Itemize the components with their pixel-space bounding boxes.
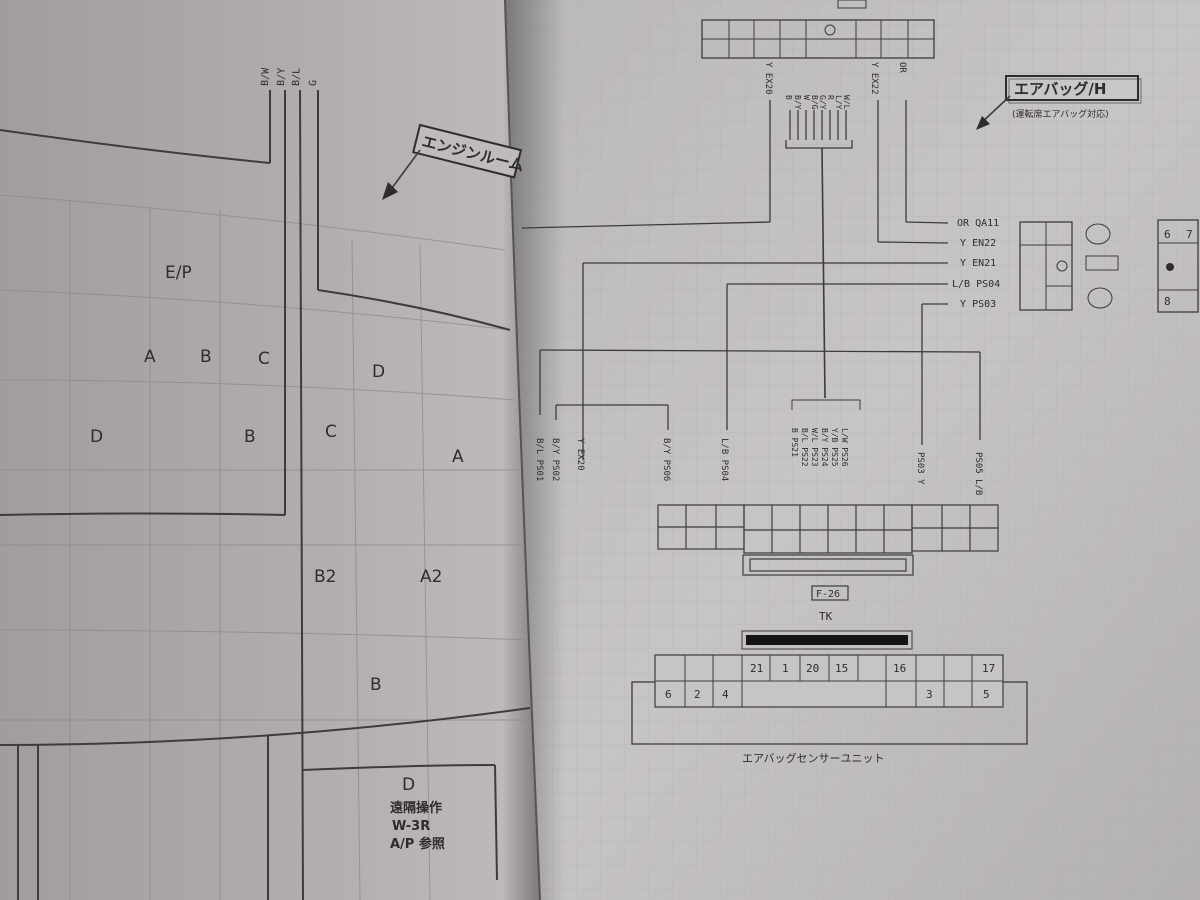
side-pin-3: 8 [1164, 295, 1171, 308]
svg-text:PS05 L/B: PS05 L/B [973, 452, 983, 495]
connector-ref: F-26 [816, 589, 840, 600]
harness-wire-tags: OR QA11 Y EN22 Y EN21 L/B PS04 Y PS03 [952, 218, 1000, 310]
harness-connector [1019, 221, 1119, 311]
wire-tag-5: Y PS03 [960, 299, 996, 310]
zone-letter-10: A2 [420, 567, 442, 587]
left-wire-label-3: B/L [291, 68, 303, 86]
svg-text:Y/B PS25: Y/B PS25 [830, 428, 839, 467]
pin-bottom-5: 5 [983, 688, 990, 701]
pin-bottom-2: 2 [694, 688, 701, 701]
zone-letter-5: D [90, 427, 103, 447]
svg-text:B/Y PS06: B/Y PS06 [661, 438, 671, 481]
top-connector [701, 0, 935, 59]
pin-bottom-1: 6 [665, 688, 672, 701]
svg-text:B/G: B/G [810, 95, 819, 110]
pin-bottom-4: 3 [926, 688, 933, 701]
left-wire-label-1: B/W [260, 67, 272, 86]
left-page-wires [0, 89, 531, 900]
zone-letter-7: C [325, 422, 337, 442]
zone-letter-6: B [244, 427, 256, 447]
zone-letter-1: E/P [165, 263, 192, 283]
sensor-unit-label: エアバッグセンサーユニット [742, 751, 885, 765]
airbag-callout-subtitle: (運転席エアバッグ対応) [1012, 108, 1109, 120]
zone-letter-9: A [452, 447, 464, 467]
zone-letter-3: B [200, 347, 212, 367]
zone-letter-4: C [258, 349, 270, 369]
pin-top-8: 17 [982, 662, 995, 675]
svg-text:B/Y: B/Y [793, 95, 802, 110]
pin-top-6: 16 [893, 662, 906, 675]
harness-wire-lines [539, 262, 981, 460]
wire-tag-2: Y EN22 [960, 238, 996, 249]
left-zone-letters: E/P A B C D B C D A A2 B2 B D [90, 263, 464, 795]
svg-text:W: W [802, 95, 811, 100]
right-page: Y EX20 B B/Y W B/G G/Y R L/Y W/L Y EX22 … [480, 0, 1200, 900]
svg-text:Y EX22: Y EX22 [869, 62, 879, 95]
left-wire-label-2: B/Y [276, 68, 288, 86]
wire-tag-1: OR QA11 [957, 218, 999, 229]
left-note: 遠隔操作 W-3R A/P 参照 [390, 800, 445, 852]
top-wire-bundle [521, 100, 949, 399]
pin-top-1: 21 [750, 662, 763, 675]
middle-wire-labels: B/L PS01 B/Y PS02 Y EX20 B/Y PS06 L/B PS… [534, 399, 983, 495]
svg-text:Y EX20: Y EX20 [575, 438, 585, 471]
svg-text:PS03 Y: PS03 Y [915, 452, 925, 485]
svg-text:B/L PS01: B/L PS01 [534, 438, 544, 481]
zone-letter-11: B2 [314, 567, 336, 587]
side-pin-1: 6 [1164, 228, 1171, 241]
wire-tag-3: Y EN21 [960, 258, 996, 269]
svg-text:L/W PS26: L/W PS26 [840, 428, 849, 467]
svg-text:B PS21: B PS21 [790, 428, 799, 457]
pin-top-3: 20 [806, 662, 819, 675]
top-wire-labels: Y EX20 B B/Y W B/G G/Y R L/Y W/L Y EX22 … [763, 62, 907, 110]
zone-letter-8: D [372, 362, 385, 382]
svg-text:B/Y PS02: B/Y PS02 [550, 438, 560, 481]
pin-top-4: 15 [835, 662, 848, 675]
svg-text:B/L PS22: B/L PS22 [800, 428, 809, 467]
pin-bottom-3: 4 [722, 688, 729, 701]
svg-text:G/Y: G/Y [818, 95, 827, 110]
airbag-callout-title: エアバッグ/H [1014, 80, 1106, 98]
airbag-harness-callout: エアバッグ/H (運転席エアバッグ対応) [976, 75, 1142, 130]
note-line-3: A/P 参照 [390, 836, 445, 852]
wire-tag-4: L/B PS04 [952, 279, 1000, 290]
svg-text:OR: OR [897, 62, 907, 73]
svg-text:W/L: W/L [842, 95, 851, 110]
side-pin-2: 7 [1186, 228, 1193, 241]
connector-code: TK [819, 610, 833, 623]
zone-letter-2: A [144, 347, 156, 367]
airbag-sensor-unit: 21 1 20 15 16 17 6 2 4 3 5 エアバッグセンサーユニット [631, 630, 1028, 765]
side-connector: 6 7 8 [1157, 219, 1199, 313]
note-line-2: W-3R [392, 819, 430, 834]
svg-text:B: B [784, 95, 793, 100]
left-page-table [0, 194, 530, 900]
svg-text:L/B PS04: L/B PS04 [719, 438, 729, 481]
svg-text:R: R [826, 95, 835, 100]
svg-text:Y EX20: Y EX20 [763, 62, 773, 95]
zone-letter-13: D [402, 775, 415, 795]
pin-top-2: 1 [782, 662, 789, 675]
lower-connector-row [657, 504, 999, 601]
svg-text:W/L PS23: W/L PS23 [810, 428, 819, 467]
zone-letter-12: B [370, 675, 382, 695]
left-wire-label-4: G [308, 80, 319, 86]
left-page: B/W B/Y B/L G エンジンルーム E/P A B C D B C D … [0, 0, 541, 900]
note-line-1: 遠隔操作 [390, 800, 442, 816]
left-wire-labels: B/W B/Y B/L G [260, 67, 319, 86]
svg-text:L/Y: L/Y [834, 95, 843, 110]
svg-text:B/Y PS24: B/Y PS24 [820, 428, 829, 467]
